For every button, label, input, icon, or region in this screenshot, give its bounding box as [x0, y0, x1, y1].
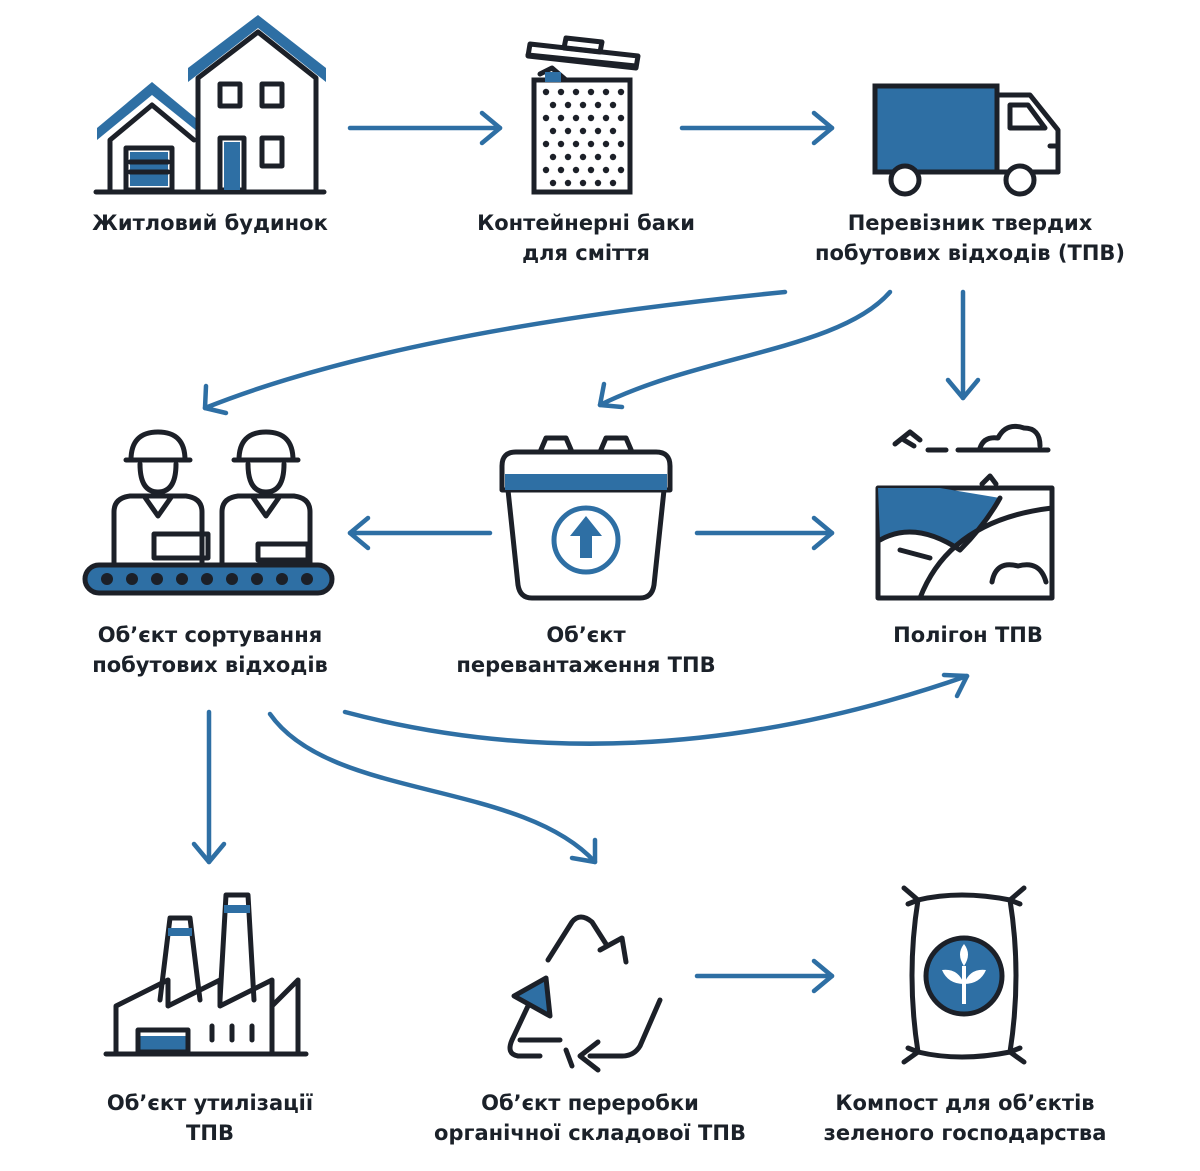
label-utilization-line1: Об’єкт утилізації — [106, 1091, 314, 1115]
bin-dot — [549, 153, 557, 161]
label-sorting-line1: Об’єкт сортування — [97, 623, 323, 647]
bin-dot — [572, 166, 580, 174]
label-transfer: Об’єкт перевантаження ТПВ — [436, 620, 736, 680]
arrow-transfer-to-landfill — [694, 515, 835, 551]
bin-dot — [579, 153, 587, 161]
conveyor-roller — [276, 573, 288, 585]
factory-icon — [103, 892, 309, 1057]
conveyor-roller — [201, 573, 213, 585]
bin-dot — [572, 140, 580, 148]
bin-dot — [594, 179, 602, 187]
arrow-sorting-to-utilization — [191, 709, 227, 865]
bin-dot — [579, 179, 587, 187]
recycle-container-icon — [499, 435, 673, 601]
arrow-transfer-to-sorting — [347, 515, 493, 551]
bin-dot — [587, 88, 595, 96]
bin-dot — [549, 101, 557, 109]
bin-dot — [594, 153, 602, 161]
bin-dot — [617, 88, 625, 96]
label-organic-line2: органічної складової ТПВ — [434, 1121, 746, 1145]
arrow-organic-to-compost — [694, 958, 835, 994]
bin-dot — [609, 179, 617, 187]
conveyor-roller — [101, 573, 113, 585]
recycle-arrows-icon — [507, 914, 663, 1073]
label-sorting: Об’єкт сортування побутових відходів — [50, 620, 370, 680]
bin-dot — [557, 140, 565, 148]
bin-dot — [549, 179, 557, 187]
label-landfill-line1: Полігон ТПВ — [893, 623, 1043, 647]
house-icon — [93, 15, 327, 195]
bin-dot — [564, 153, 572, 161]
conveyor-roller — [151, 573, 163, 585]
landfill-icon — [875, 423, 1055, 601]
conveyor-roller — [176, 573, 188, 585]
bin-dot — [542, 88, 550, 96]
trash-bin-icon — [525, 35, 641, 195]
bin-dot — [579, 101, 587, 109]
bin-dot — [557, 166, 565, 174]
arrow-sorting-to-landfill — [342, 672, 970, 746]
label-compost-line1: Компост для об’єктів — [835, 1091, 1095, 1115]
arrow-house-to-bins — [347, 110, 503, 146]
bin-dot — [572, 88, 580, 96]
bin-dot — [617, 140, 625, 148]
bin-dot — [564, 127, 572, 135]
bin-dot — [609, 101, 617, 109]
label-carrier: Перевізник твердих побутових відходів (Т… — [780, 208, 1160, 268]
label-landfill: Полігон ТПВ — [818, 620, 1118, 650]
bin-dot — [602, 88, 610, 96]
bin-dot — [587, 114, 595, 122]
truck-icon — [872, 83, 1061, 197]
label-organic: Об’єкт переробки органічної складової ТП… — [410, 1088, 770, 1148]
bin-dot — [617, 114, 625, 122]
label-bins-line2: для сміття — [522, 241, 650, 265]
bin-dot — [587, 140, 595, 148]
conveyor-roller — [126, 573, 138, 585]
label-bins-line1: Контейнерні баки — [477, 211, 695, 235]
bin-dot — [609, 153, 617, 161]
bin-dot — [594, 127, 602, 135]
bin-dot — [549, 127, 557, 135]
label-house-line1: Житловий будинок — [92, 211, 328, 235]
bin-dot — [602, 114, 610, 122]
label-bins: Контейнерні баки для сміття — [436, 208, 736, 268]
conveyor-roller — [301, 573, 313, 585]
label-organic-line1: Об’єкт переробки — [481, 1091, 699, 1115]
bin-dot — [542, 140, 550, 148]
bin-dot — [542, 114, 550, 122]
bin-dot — [594, 101, 602, 109]
label-sorting-line2: побутових відходів — [92, 653, 328, 677]
arrow-carrier-to-sorting — [202, 289, 788, 416]
label-compost-line2: зеленого господарства — [823, 1121, 1107, 1145]
bin-dot — [572, 114, 580, 122]
label-compost: Компост для об’єктів зеленого господарст… — [800, 1088, 1130, 1148]
label-house: Житловий будинок — [60, 208, 360, 238]
conveyor-roller — [251, 573, 263, 585]
conveyor-roller — [226, 573, 238, 585]
compost-bag-icon — [901, 885, 1027, 1065]
bin-dot — [564, 179, 572, 187]
arrow-carrier-to-landfill — [945, 289, 981, 401]
bin-dot — [587, 166, 595, 174]
label-transfer-line2: перевантаження ТПВ — [456, 653, 716, 677]
bin-dot — [602, 140, 610, 148]
bin-dot — [609, 127, 617, 135]
label-utilization: Об’єкт утилізації ТПВ — [60, 1088, 360, 1148]
label-carrier-line2: побутових відходів (ТПВ) — [814, 241, 1126, 265]
label-transfer-line1: Об’єкт — [546, 623, 626, 647]
bin-dot — [542, 166, 550, 174]
sorting-workers-icon — [82, 429, 335, 596]
bin-dot — [579, 127, 587, 135]
bin-dot — [557, 88, 565, 96]
label-carrier-line1: Перевізник твердих — [847, 211, 1093, 235]
bin-dot — [617, 166, 625, 174]
label-utilization-line2: ТПВ — [186, 1121, 234, 1145]
arrow-bins-to-carrier — [679, 110, 835, 146]
bin-dot — [602, 166, 610, 174]
bin-dot — [564, 101, 572, 109]
arrow-carrier-to-transfer — [597, 289, 893, 410]
arrow-sorting-to-organic — [267, 711, 598, 865]
bin-dot — [557, 114, 565, 122]
